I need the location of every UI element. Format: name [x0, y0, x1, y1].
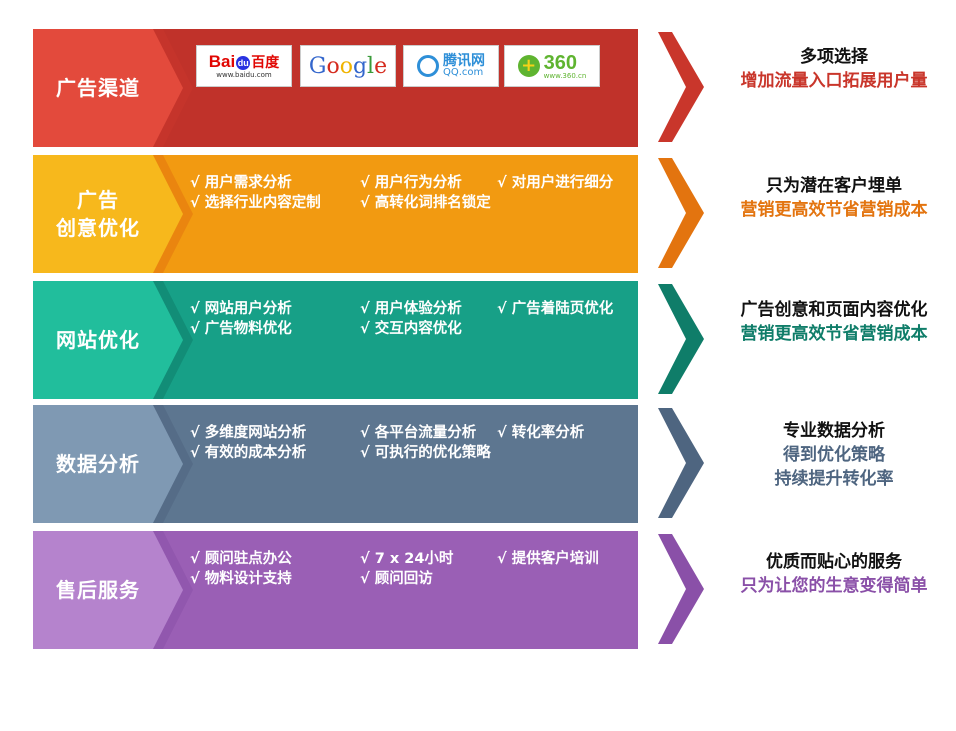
row-title: 网站优化 — [33, 281, 163, 399]
benefit-heading: 多项选择 — [800, 47, 868, 67]
row-title-line: 创意优化 — [56, 216, 140, 240]
row-title: 数据分析 — [33, 405, 163, 523]
chevron-right-icon — [658, 158, 704, 268]
check-item: √ 多维度网站分析 — [190, 425, 307, 441]
check-item: √ 可执行的优化策略 — [360, 445, 491, 461]
item-line: √ 有效的成本分析 √ 可执行的优化策略 — [190, 441, 628, 461]
row-background — [33, 531, 638, 649]
check-item: √ 选择行业内容定制 — [190, 195, 321, 211]
service-row: 网站优化 √ 网站用户分析 √ 用户体验分析 √ 广告着陆页优化 √ 广告物料优化 √ 交… — [33, 281, 638, 399]
chevron-right-icon — [658, 284, 704, 394]
check-item: √ 用户体验分析 — [360, 301, 462, 317]
row-title-line: 售后服务 — [56, 578, 140, 602]
benefit-text: 得到优化策略 — [783, 445, 885, 465]
check-item: √ 顾问驻点办公 — [190, 551, 292, 567]
row-title-line: 广告渠道 — [56, 76, 140, 100]
row-title-line: 数据分析 — [56, 452, 140, 476]
check-item: √ 广告物料优化 — [190, 321, 292, 337]
check-item: √ 广告着陆页优化 — [497, 301, 614, 317]
row-background — [33, 281, 638, 399]
check-item: √ 转化率分析 — [497, 425, 585, 441]
check-item: √ 提供客户培训 — [497, 551, 599, 567]
benefit-heading: 广告创意和页面内容优化 — [740, 300, 928, 320]
service-row: 广告创意优化√ 用户需求分析√ 用户行为分析√ 对用户进行细分√ 选择行业内容定… — [33, 155, 638, 273]
item-line: √ 广告物料优化 √ 交互内容优化 — [190, 317, 628, 337]
row-title: 广告渠道 — [33, 29, 163, 147]
check-item: √ 交互内容优化 — [360, 321, 462, 337]
check-item: √ 物料设计支持 — [190, 571, 292, 587]
plus-circle-icon: + — [517, 55, 540, 77]
row-background — [33, 155, 638, 273]
item-line: √ 顾问驻点办公 √ 7 x 24小时 √ 提供客户培训 — [190, 547, 628, 567]
service-row: 售后服务√ 顾问驻点办公√ 7 x 24小时√ 提供客户培训√ 物料设计支持√ … — [33, 531, 638, 649]
row-items: √ 多维度网站分析 √ 各平台流量分析 √ 转化率分析 √ 有效的成本分析 √ 可执行的… — [190, 421, 628, 461]
benefit-heading: 优质而贴心的服务 — [766, 552, 902, 572]
row-title: 广告创意优化 — [33, 155, 163, 273]
item-line: √ 多维度网站分析 √ 各平台流量分析 √ 转化率分析 — [190, 421, 628, 441]
check-item: √ 7 x 24小时 — [360, 551, 454, 567]
benefit-text: 营销更高效节省营销成本 — [740, 200, 928, 220]
check-item: √ 有效的成本分析 — [190, 445, 307, 461]
chevron-right-icon — [658, 32, 704, 142]
row-items: √ 顾问驻点办公 √ 7 x 24小时 √ 提供客户培训 √ 物料设计支持 √ 顾问回访 — [190, 547, 628, 587]
benefit-heading: 专业数据分析 — [783, 421, 885, 441]
item-line: √ 选择行业内容定制 √ 高转化词排名锁定 — [190, 191, 628, 211]
check-item: √ 高转化词排名锁定 — [360, 195, 491, 211]
check-item: √ 对用户进行细分 — [497, 175, 614, 191]
benefit-heading: 只为潜在客户埋单 — [766, 176, 902, 196]
item-line: √ 网站用户分析 √ 用户体验分析 √ 广告着陆页优化 — [190, 297, 628, 317]
benefit-text: 营销更高效节省营销成本 — [740, 324, 928, 344]
row-items: √ 网站用户分析 √ 用户体验分析 √ 广告着陆页优化 √ 广告物料优化 √ 交互内容优… — [190, 297, 628, 337]
benefit-text: 增加流量入口拓展用户量 — [740, 71, 928, 91]
row-title: 售后服务 — [33, 531, 163, 649]
row-items: √ 用户需求分析 √ 用户行为分析 √ 对用户进行细分 √ 选择行业内容定制 √ 高转化… — [190, 171, 628, 211]
paw-icon: du — [236, 55, 251, 70]
service-row: 数据分析√ 多维度网站分析√ 各平台流量分析√ 转化率分析√ 有效的成本分析√ … — [33, 405, 638, 523]
benefit-text: 只为让您的生意变得简单 — [740, 576, 928, 596]
check-item: √ 网站用户分析 — [190, 301, 292, 317]
check-item: √ 用户行为分析 — [360, 175, 462, 191]
check-item: √ 用户需求分析 — [190, 175, 292, 191]
row-title-line: 广告 — [77, 188, 119, 212]
item-line: √ 用户需求分析 √ 用户行为分析 √ 对用户进行细分 — [190, 171, 628, 191]
check-item: √ 顾问回访 — [360, 571, 433, 587]
benefit-text: 持续提升转化率 — [774, 469, 894, 489]
chevron-right-icon — [658, 534, 704, 644]
check-item: √ 各平台流量分析 — [360, 425, 477, 441]
qq-bird-icon — [417, 55, 439, 77]
row-background — [33, 405, 638, 523]
chevron-right-icon — [658, 408, 704, 518]
google-logo[interactable]: Google — [300, 45, 396, 87]
row-title-line: 网站优化 — [56, 328, 140, 352]
item-line: √ 物料设计支持 √ 顾问回访 — [190, 567, 628, 587]
